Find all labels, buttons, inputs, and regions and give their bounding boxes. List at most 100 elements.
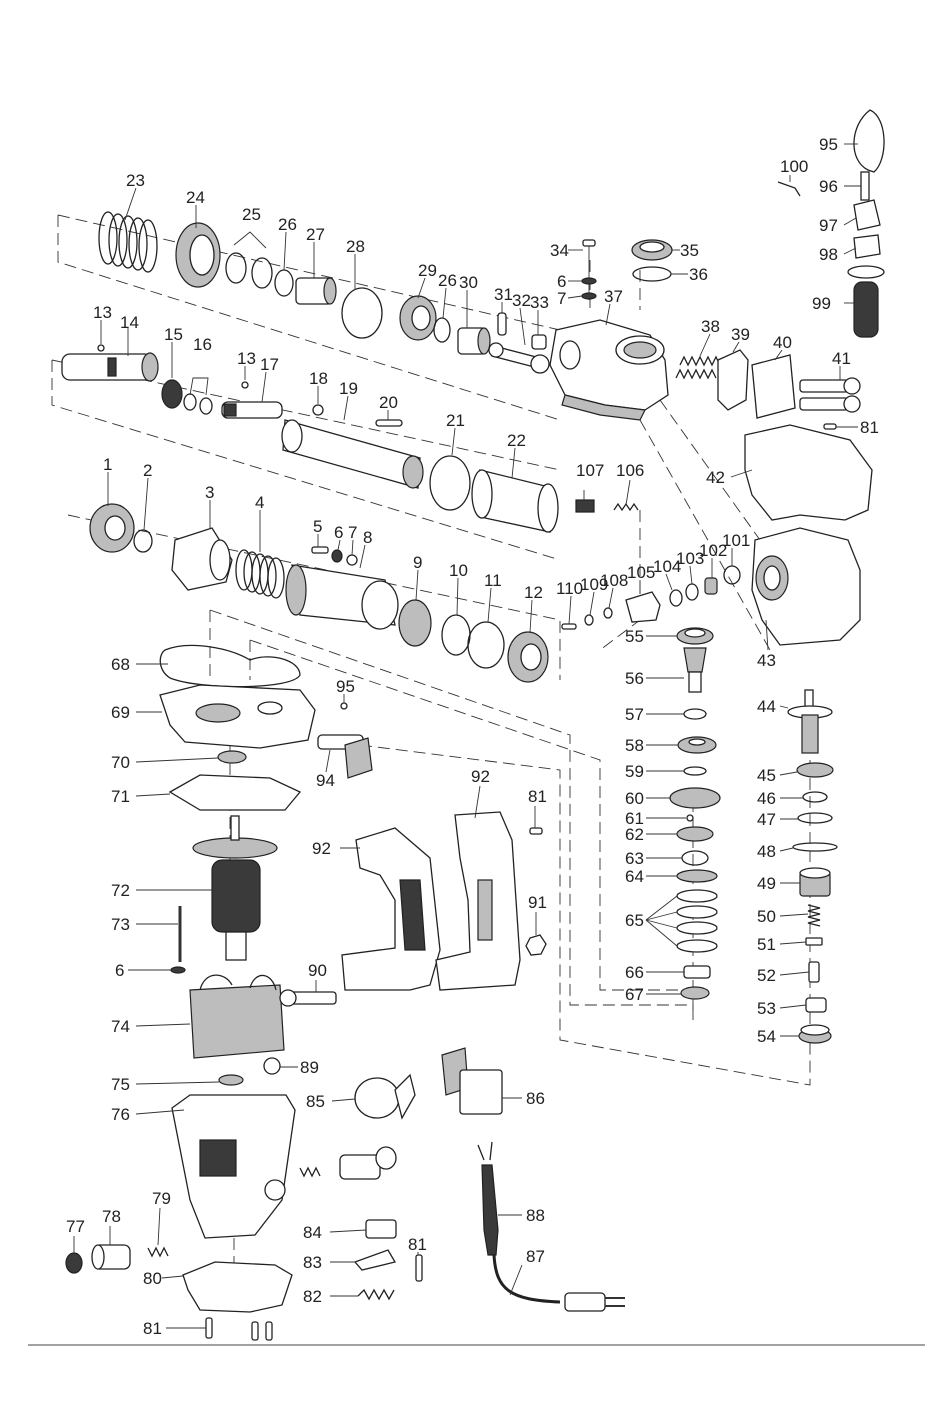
label-75: 75 (111, 1075, 130, 1094)
label-1: 1 (103, 455, 112, 474)
label-63: 63 (625, 849, 644, 868)
label-72: 72 (111, 881, 130, 900)
label-80: 80 (143, 1269, 162, 1288)
spring-50 (807, 904, 821, 927)
ring-59 (683, 766, 707, 776)
label-12: 12 (524, 583, 543, 602)
label-38: 38 (701, 317, 720, 336)
screw-81-bottom-c (265, 1321, 273, 1341)
bearing-12 (507, 631, 549, 683)
clamp-99 (853, 234, 881, 259)
label-51: 51 (757, 935, 776, 954)
label-39: 39 (731, 325, 750, 344)
knob-106 (625, 591, 661, 623)
handle-half-92-left (341, 827, 441, 991)
label-26b: 26 (438, 271, 457, 290)
label-33: 33 (530, 293, 549, 312)
bearing-67 (680, 986, 710, 1000)
label-9: 9 (413, 553, 422, 572)
circlip-28 (341, 287, 383, 339)
label-14: 14 (120, 313, 139, 332)
washer-7a (581, 292, 597, 300)
label-89: 89 (300, 1058, 319, 1077)
label-13a: 13 (93, 303, 112, 322)
spring-82 (357, 1288, 395, 1301)
ring-25b (251, 257, 273, 289)
screw-81-d (415, 1254, 423, 1282)
label-81-top: 81 (860, 418, 879, 437)
flange-8 (285, 564, 399, 630)
ring-26b (433, 317, 451, 343)
screw-111 (561, 623, 577, 630)
label-29: 29 (418, 261, 437, 280)
label-95: 95 (336, 677, 355, 696)
label-82: 82 (303, 1287, 322, 1306)
screw-5 (311, 546, 329, 554)
ring-2 (133, 529, 153, 553)
label-10: 10 (449, 561, 468, 580)
label-47: 47 (757, 810, 776, 829)
label-64: 64 (625, 867, 644, 886)
ball-61 (686, 814, 694, 822)
conrod-32 (488, 342, 550, 374)
striker-17 (221, 401, 283, 419)
gear-60 (669, 787, 721, 809)
cord-guard-88 (477, 1141, 499, 1256)
label-26: 26 (278, 215, 297, 234)
label-25: 25 (242, 205, 261, 224)
label-27: 27 (306, 225, 325, 244)
ring-109 (603, 607, 613, 619)
bearing-58 (677, 736, 717, 754)
gear-housing-37 (549, 319, 669, 421)
ball-13a (97, 344, 105, 352)
label-55: 55 (625, 627, 644, 646)
label-48: 48 (757, 842, 776, 861)
housing-43 (751, 527, 861, 646)
label-94: 94 (316, 771, 335, 790)
ball-18 (312, 404, 324, 416)
ring-104 (685, 583, 699, 601)
label-62: 62 (625, 825, 644, 844)
label-79: 79 (152, 1189, 171, 1208)
label-103: 102 (699, 541, 727, 560)
circlip-46 (802, 791, 828, 803)
label-83: 83 (303, 1253, 322, 1272)
label-37: 37 (604, 287, 623, 306)
label-30: 30 (459, 273, 478, 292)
o-ring-36 (632, 266, 672, 282)
washer-6a (581, 277, 597, 285)
ring-105 (669, 589, 683, 607)
stator-74 (189, 974, 285, 1059)
label-45: 45 (757, 766, 776, 785)
label-73: 73 (111, 915, 130, 934)
leader-lines (73, 143, 861, 1329)
label-68: 68 (111, 655, 130, 674)
label-66: 66 (625, 963, 644, 982)
handle-half-92-right (435, 811, 521, 991)
clamp-98 (853, 199, 881, 231)
sleeve-3 (171, 527, 233, 591)
label-60: 60 (625, 789, 644, 808)
label-34: 34 (550, 241, 569, 260)
label-91: 91 (528, 893, 547, 912)
power-cord-87 (492, 1254, 625, 1312)
washer-6c (170, 966, 186, 974)
ring-9 (398, 599, 432, 647)
label-35: 35 (680, 241, 699, 260)
label-67: 67 (625, 985, 644, 1004)
screw-81-handle (529, 827, 543, 835)
bearing-70 (217, 750, 247, 764)
label-8: 8 (363, 528, 372, 547)
label-44: 44 (757, 697, 776, 716)
bearing-29 (399, 295, 437, 341)
label-92a: 92 (312, 839, 331, 858)
label-86: 86 (526, 1089, 545, 1108)
label-58: 58 (625, 736, 644, 755)
spring-washer-65b (676, 905, 718, 919)
seal-54 (798, 1024, 832, 1044)
label-42: 42 (706, 468, 725, 487)
bolt-34 (582, 239, 596, 300)
handle-100 (847, 265, 885, 338)
bearing-75 (218, 1074, 244, 1086)
